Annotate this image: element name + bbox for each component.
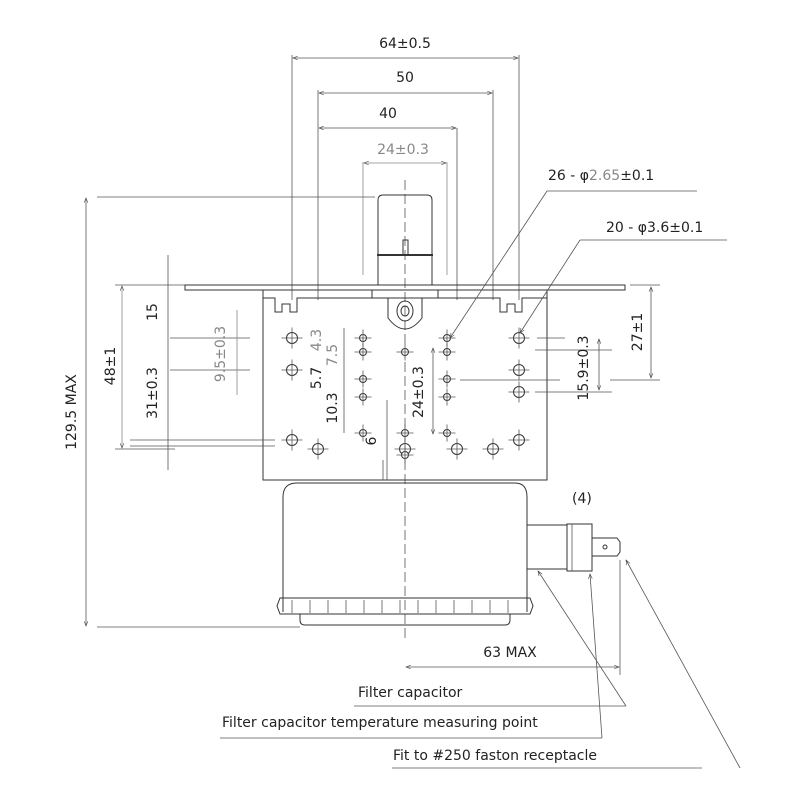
- dim-10-3-label: 10.3: [325, 392, 341, 423]
- filter-box: (4): [276, 482, 621, 626]
- dim-6-label: 6: [364, 436, 380, 445]
- large-hole-callout: 20 - φ3.6±0.1: [606, 220, 703, 236]
- dim-48-label: 48±1: [103, 347, 119, 385]
- yoke-plate: [262, 290, 548, 481]
- dim-63-label: 63 MAX: [483, 645, 537, 661]
- terminal-count-label: (4): [572, 491, 592, 507]
- dim-129-5-label: 129.5 MAX: [64, 374, 80, 450]
- dim-27-label: 27±1: [630, 313, 646, 351]
- dim-15-label: 15: [145, 303, 161, 321]
- right-dimensions: 24±0.3 15.9±0.3 27±1: [411, 286, 654, 435]
- dim-4-3-label: 4.3: [309, 329, 325, 351]
- dim-7-5-label: 7.5: [325, 344, 341, 366]
- dim-9-5-label: 9.5±0.3: [213, 326, 229, 382]
- small-hole-callout: 26 - φ2.65±0.1: [548, 168, 654, 184]
- dim-24-vert-label: 24±0.3: [411, 366, 427, 418]
- hole-callouts: 26 - φ2.65±0.1 20 - φ3.6±0.1: [449, 168, 727, 339]
- dim-31-label: 31±0.3: [145, 367, 161, 419]
- dim-5-7-label: 5.7: [309, 367, 325, 389]
- holes: [281, 327, 530, 464]
- leader-notes: Filter capacitor Filter capacitor temper…: [220, 559, 741, 769]
- dim-40-label: 40: [379, 106, 397, 122]
- leader-faston-receptacle: Fit to #250 faston receptacle: [393, 748, 597, 764]
- left-dimensions: 129.5 MAX 48±1 15 31±0.3 9.5±0.3 4.3 5.7…: [64, 197, 388, 627]
- dim-64-label: 64±0.5: [379, 36, 431, 52]
- dim-50-label: 50: [396, 70, 414, 86]
- leader-filter-capacitor: Filter capacitor: [358, 685, 463, 701]
- dim-24-label: 24±0.3: [377, 142, 429, 158]
- leader-temperature-point: Filter capacitor temperature measuring p…: [222, 715, 538, 731]
- antenna-cap: [184, 180, 626, 640]
- top-dimensions: 64±0.5 50 40 24±0.3: [291, 36, 520, 300]
- hole-extensions: [97, 196, 660, 628]
- bottom-dimension: 63 MAX: [405, 560, 621, 675]
- dim-15-9-label: 15.9±0.3: [576, 335, 592, 400]
